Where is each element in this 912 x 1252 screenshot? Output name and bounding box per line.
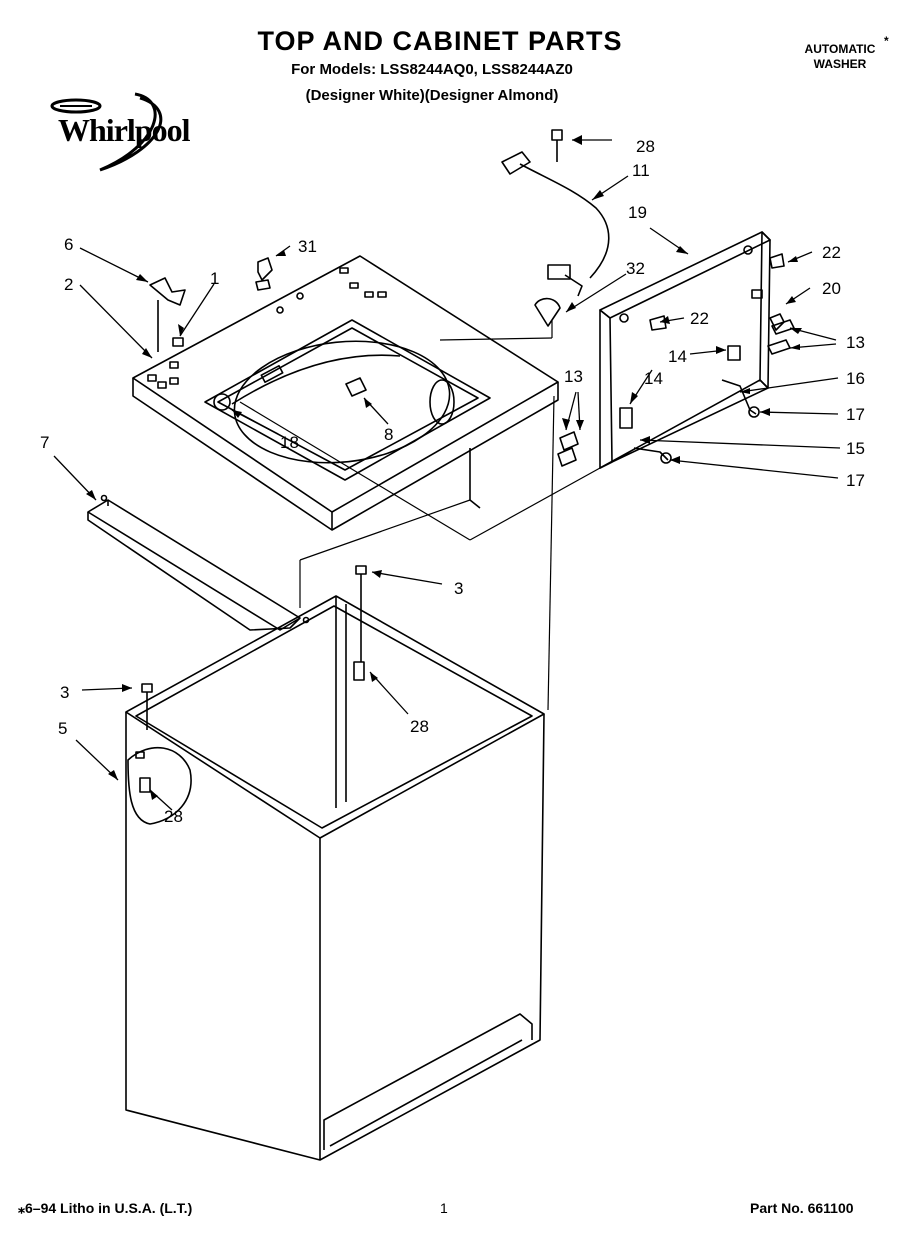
clip-part-18 — [213, 393, 231, 411]
brand-logo-swoosh — [50, 92, 163, 172]
cabinet-part — [125, 565, 545, 1161]
page-number: 1 — [440, 1200, 448, 1216]
callout-22-left: 22 — [690, 309, 709, 328]
screw-part-13b — [767, 339, 791, 355]
callout-3-lower: 3 — [60, 683, 69, 702]
nut-part-17b — [660, 452, 672, 464]
print-info: ⁎6–94 Litho in U.S.A. (L.T.) — [18, 1200, 193, 1216]
screw-part-13c — [559, 431, 579, 451]
callout-7: 7 — [40, 433, 49, 452]
callout-31: 31 — [298, 237, 317, 256]
callout-13-left: 13 — [564, 367, 583, 386]
callout-15: 15 — [846, 439, 865, 458]
callout-14-right: 14 — [668, 347, 687, 366]
callout-28-top: 28 — [636, 137, 655, 156]
clip-part-22 — [649, 315, 667, 331]
callout-19: 19 — [628, 203, 647, 222]
part-number: Part No. 661100 — [750, 1200, 854, 1216]
screw-part-8 — [345, 377, 367, 397]
callout-1: 1 — [210, 269, 219, 288]
wire-harness-part — [501, 151, 610, 297]
callout-5: 5 — [58, 719, 67, 738]
callout-8: 8 — [384, 425, 393, 444]
callout-18: 18 — [280, 433, 299, 452]
callout-14-left: 14 — [644, 369, 663, 388]
callout-11: 11 — [632, 161, 650, 180]
callout-13-right: 13 — [846, 333, 865, 352]
callout-6: 6 — [64, 235, 73, 254]
clip-part-1 — [172, 337, 184, 347]
product-type-mark: * — [884, 34, 889, 48]
callout-20: 20 — [822, 279, 841, 298]
model-numbers: For Models: LSS8244AQ0, LSS8244AZ0 — [291, 61, 573, 78]
screw-part-13d — [557, 447, 577, 467]
callout-32: 32 — [626, 259, 645, 278]
callout-3-upper: 3 — [454, 579, 463, 598]
front-rail-part — [87, 494, 310, 631]
callout-22-right: 22 — [822, 243, 841, 262]
screw-part-28-top — [551, 129, 563, 162]
clip-part-31 — [255, 257, 273, 291]
product-type: AUTOMATIC WASHER — [790, 42, 890, 72]
callout-2: 2 — [64, 275, 73, 294]
callout-17-lower: 17 — [846, 471, 865, 490]
callout-28-lower: 28 — [164, 807, 183, 826]
product-type-line2: WASHER — [813, 57, 867, 71]
brand-logo: Whirlpool — [58, 112, 190, 148]
callout-17-upper: 17 — [846, 405, 865, 424]
washer-top-panel — [132, 255, 559, 531]
product-type-line1: AUTOMATIC — [804, 42, 876, 56]
model-finishes: (Designer White)(Designer Almond) — [305, 87, 559, 104]
hinge-clip-part — [149, 277, 186, 352]
clip-part-22b — [769, 253, 785, 269]
callout-16: 16 — [846, 369, 865, 388]
grommet-part-32 — [534, 297, 561, 327]
nut-part-17 — [748, 406, 760, 418]
page-title: TOP AND CABINET PARTS — [257, 26, 623, 56]
callout-28-middle: 28 — [410, 717, 429, 736]
